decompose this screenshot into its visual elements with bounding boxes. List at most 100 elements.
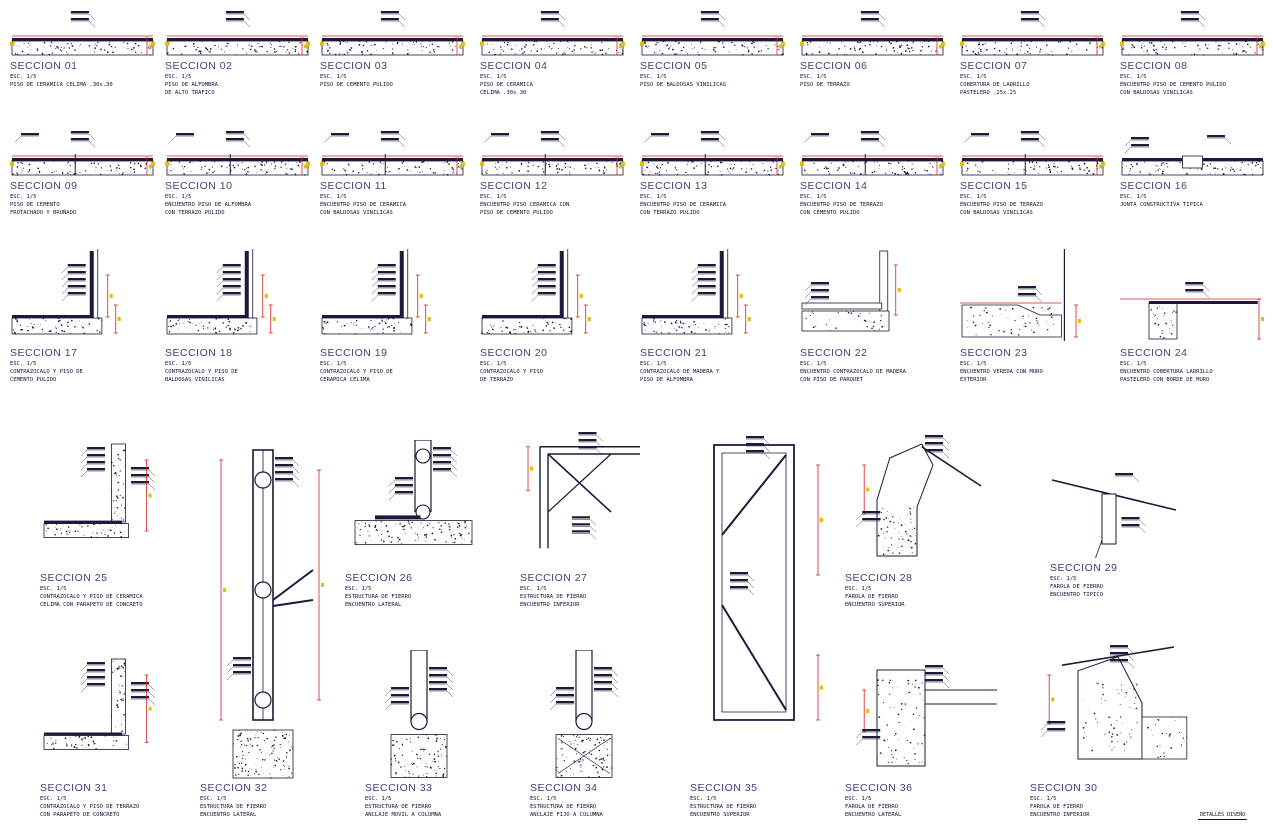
detail-drawing-s09 [10, 131, 155, 176]
detail-title: SECCION 20 [480, 347, 548, 359]
detail-description: ENCUENTRO CONTRAZOCALO DE MADERA CON PIS… [800, 369, 906, 383]
detail-drawing-s26 [354, 440, 473, 545]
detail-title: SECCION 28 [845, 572, 913, 584]
detail-description: ESTRUCTURA DE FIERRO ENCUENTRO INFERIOR [520, 594, 587, 608]
detail-title: SECCION 31 [40, 782, 108, 794]
detail-drawing-s02 [165, 11, 310, 56]
detail-scale: ESC. 1/5 [845, 796, 872, 802]
detail-drawing-s18 [166, 249, 276, 335]
detail-description: ENCUENTRO VEREDA CON MURO EXTERIOR [960, 369, 1043, 383]
detail-scale: ESC. 1/5 [960, 74, 987, 80]
detail-scale: ESC. 1/5 [800, 194, 827, 200]
detail-scale: ESC. 1/5 [530, 796, 557, 802]
detail-scale: ESC. 1/5 [365, 796, 392, 802]
detail-description: ESTRUCTURA DE FIERRO ENCUENTRO LATERAL [200, 804, 267, 818]
detail-title: SECCION 25 [40, 572, 108, 584]
detail-scale: ESC. 1/5 [1120, 361, 1147, 367]
detail-scale: ESC. 1/5 [480, 74, 507, 80]
detail-description: CONTRAZOCALO DE MADERA Y PISO DE ALFOMBR… [640, 369, 720, 383]
detail-drawing-s16 [1121, 135, 1264, 176]
detail-title: SECCION 08 [1120, 60, 1188, 72]
detail-title: SECCION 17 [10, 347, 78, 359]
detail-drawing-s30 [1041, 645, 1188, 760]
detail-scale: ESC. 1/5 [320, 361, 347, 367]
detail-drawing-s17 [11, 249, 121, 335]
sheet-stamp: DETALLES DISEÑO [1198, 812, 1248, 820]
detail-description: FAROLA DE FIERRO ENCUENTRO LATERAL [845, 804, 902, 818]
detail-title: SECCION 21 [640, 347, 708, 359]
detail-scale: ESC. 1/5 [40, 796, 67, 802]
detail-description: CONTRAZOCALO Y PISO DE CERAMICA CELIMA C… [40, 594, 143, 608]
detail-description: ENCUENTRO COBERTURA LADRILLO PASTELERO C… [1120, 369, 1213, 383]
detail-title: SECCION 36 [845, 782, 913, 794]
detail-drawing-s35 [713, 436, 823, 721]
detail-scale: ESC. 1/5 [520, 586, 547, 592]
detail-scale: ESC. 1/5 [165, 194, 192, 200]
detail-drawing-s12 [480, 131, 625, 176]
detail-description: CONTRAZOCALO Y PISO DE TERRAZO CON PARAP… [40, 804, 140, 818]
detail-scale: ESC. 1/5 [165, 361, 192, 367]
detail-drawing-s29 [1051, 473, 1177, 559]
detail-title: SECCION 27 [520, 572, 588, 584]
detail-scale: ESC. 1/5 [1050, 576, 1077, 582]
detail-scale: ESC. 1/5 [165, 74, 192, 80]
detail-title: SECCION 24 [1120, 347, 1188, 359]
detail-drawing-s15 [960, 131, 1105, 176]
detail-title: SECCION 05 [640, 60, 708, 72]
detail-scale: ESC. 1/5 [320, 74, 347, 80]
detail-drawing-s24 [1120, 282, 1264, 340]
detail-drawing-s13 [640, 131, 785, 176]
detail-scale: ESC. 1/5 [1120, 194, 1147, 200]
detail-drawing-s08 [1120, 11, 1265, 56]
detail-title: SECCION 11 [320, 180, 387, 192]
detail-scale: ESC. 1/5 [640, 194, 667, 200]
detail-drawing-s31 [43, 658, 156, 750]
detail-drawing-s07 [960, 11, 1105, 56]
detail-title: SECCION 23 [960, 347, 1028, 359]
detail-drawing-s22 [801, 250, 901, 332]
detail-title: SECCION 34 [530, 782, 598, 794]
detail-scale: ESC. 1/5 [40, 586, 67, 592]
detail-scale: ESC. 1/5 [200, 796, 227, 802]
detail-title: SECCION 07 [960, 60, 1028, 72]
detail-title: SECCION 29 [1050, 562, 1118, 574]
detail-drawing-s10 [165, 131, 310, 176]
detail-description: ENCUENTRO PISO DE CERAMICA CON TERRAZO P… [640, 202, 727, 216]
detail-title: SECCION 14 [800, 180, 868, 192]
detail-description: ENCUENTRO PISO DE TERRAZO CON CEMENTO PU… [800, 202, 883, 216]
detail-description: PISO DE ALFOMBRA DE ALTO TRAFICO [165, 82, 218, 96]
detail-title: SECCION 15 [960, 180, 1028, 192]
detail-drawing-s25 [43, 443, 156, 538]
detail-title: SECCION 06 [800, 60, 868, 72]
detail-scale: ESC. 1/5 [960, 361, 987, 367]
detail-scale: ESC. 1/5 [10, 74, 37, 80]
detail-drawing-s33 [384, 650, 454, 778]
detail-drawing-s23 [960, 249, 1081, 341]
detail-scale: ESC. 1/5 [800, 361, 827, 367]
detail-scale: ESC. 1/5 [845, 586, 872, 592]
detail-drawing-s06 [800, 11, 945, 56]
detail-title: SECCION 10 [165, 180, 233, 192]
detail-description: ESTRUCTURA DE FIERRO ENCUENTRO LATERAL [345, 594, 412, 608]
detail-scale: ESC. 1/5 [1120, 74, 1147, 80]
detail-title: SECCION 32 [200, 782, 268, 794]
